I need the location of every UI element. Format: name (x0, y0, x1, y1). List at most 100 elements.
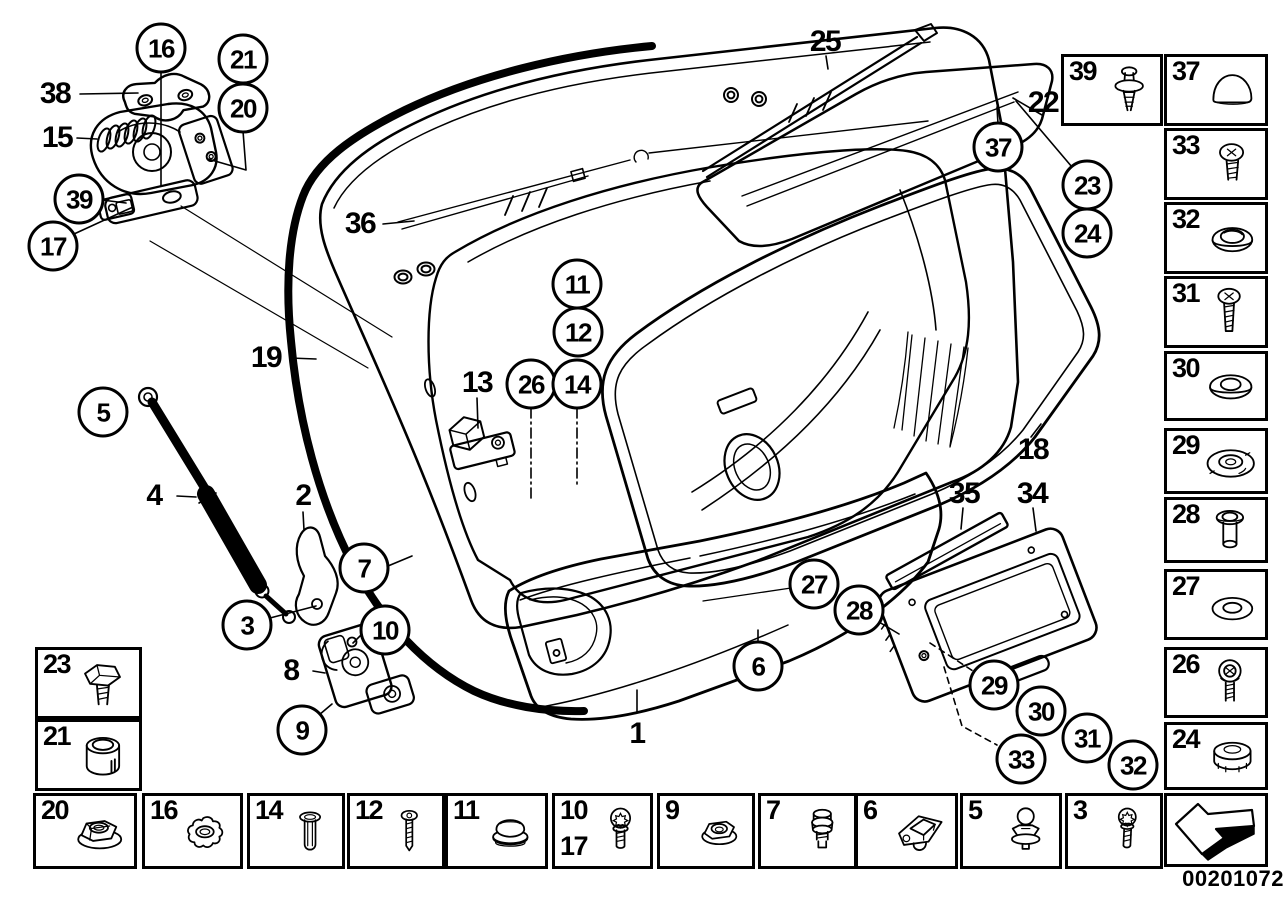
part-box-5[interactable]: 5 (960, 793, 1062, 869)
part-number: 3 (1073, 795, 1088, 825)
tailgate-seal (284, 42, 656, 716)
spoiler-trim-strip (701, 23, 938, 179)
part-box-14[interactable]: 14 (247, 793, 345, 869)
torx-screw-icon (609, 807, 631, 849)
part-box-39[interactable]: 39 (1061, 54, 1163, 126)
part-number: 9 (665, 795, 680, 825)
callout-9[interactable]: 9 (276, 704, 328, 756)
label-13[interactable]: 13 (461, 366, 494, 399)
part-number: 20 (41, 795, 70, 825)
hex-bolt-icon (84, 664, 122, 706)
flange-nut-icon (76, 820, 122, 850)
label-35[interactable]: 35 (948, 477, 981, 510)
callout-6[interactable]: 6 (732, 640, 784, 692)
part-number: 14 (255, 795, 284, 825)
label-8[interactable]: 8 (283, 654, 300, 687)
part-number: 23 (43, 649, 72, 679)
callout-33[interactable]: 33 (995, 733, 1047, 785)
part-number: 28 (1172, 499, 1201, 529)
part-number: 26 (1172, 649, 1201, 679)
part-box-32[interactable]: 32 (1164, 202, 1268, 274)
part-box-29[interactable]: 29 (1164, 428, 1268, 494)
part-number-alt: 17 (560, 831, 589, 861)
label-15[interactable]: 15 (41, 121, 74, 154)
part-box-6[interactable]: 6 (855, 793, 958, 869)
part-box-24[interactable]: 24 (1164, 722, 1268, 790)
label-22[interactable]: 22 (1027, 86, 1060, 119)
callout-11[interactable]: 11 (551, 258, 603, 310)
part-box-12[interactable]: 12 (347, 793, 445, 869)
part-number: 16 (150, 795, 179, 825)
callout-28[interactable]: 28 (833, 584, 885, 636)
dome-cap-icon (1211, 74, 1252, 105)
callout-37[interactable]: 37 (972, 121, 1024, 173)
bushing-sleeve-icon (1215, 510, 1244, 549)
part-box-27[interactable]: 27 (1164, 569, 1268, 640)
part-box-30[interactable]: 30 (1164, 351, 1268, 421)
callout-32[interactable]: 32 (1107, 739, 1159, 791)
ball-head-bolt-icon (1011, 807, 1041, 850)
part-box-9[interactable]: 9 (657, 793, 755, 869)
part-number: 12 (355, 795, 384, 825)
callout-7[interactable]: 7 (338, 542, 390, 594)
label-19[interactable]: 19 (250, 341, 283, 374)
socket-head-bolt-icon (1217, 659, 1242, 702)
short-screw-icon (1218, 143, 1244, 181)
label-2[interactable]: 2 (295, 479, 312, 512)
callout-14[interactable]: 14 (551, 358, 603, 410)
callout-24[interactable]: 24 (1061, 207, 1113, 259)
part-box-33[interactable]: 33 (1164, 128, 1268, 200)
rear-window-glass (601, 166, 1101, 588)
callout-3[interactable]: 3 (221, 599, 273, 651)
part-box-37[interactable]: 37 (1164, 54, 1268, 126)
part-box-10-17[interactable]: 10 17 (552, 793, 653, 869)
part-box-28[interactable]: 28 (1164, 497, 1268, 563)
callout-29[interactable]: 29 (968, 659, 1020, 711)
callout-5[interactable]: 5 (77, 386, 129, 438)
nav-arrow-box[interactable] (1164, 793, 1268, 867)
tailgate-frame (318, 26, 1020, 630)
part-box-3[interactable]: 3 (1065, 793, 1163, 869)
part-number: 11 (453, 795, 480, 825)
blind-plug-icon (1212, 741, 1252, 773)
expanding-plug-icon (299, 811, 322, 851)
callout-20[interactable]: 20 (217, 82, 269, 134)
label-34[interactable]: 34 (1016, 477, 1049, 510)
part-box-21[interactable]: 21 (35, 719, 142, 791)
part-box-7[interactable]: 7 (758, 793, 857, 869)
protective-strip (885, 511, 1009, 591)
callout-26[interactable]: 26 (505, 358, 557, 410)
part-number: 39 (1069, 56, 1098, 86)
callout-16[interactable]: 16 (135, 22, 187, 74)
label-4[interactable]: 4 (146, 479, 163, 512)
part-box-11[interactable]: 11 (445, 793, 548, 869)
callout-21[interactable]: 21 (217, 33, 269, 85)
grommet-cap-icon (1211, 227, 1253, 253)
long-screw-icon (1216, 287, 1241, 332)
label-1[interactable]: 1 (629, 717, 646, 750)
rubber-buffer-icon (492, 819, 529, 847)
callout-23[interactable]: 23 (1061, 159, 1113, 211)
callout-12[interactable]: 12 (552, 306, 604, 358)
callout-30[interactable]: 30 (1015, 685, 1067, 737)
hinge-top-plate (122, 72, 211, 122)
label-38[interactable]: 38 (39, 77, 72, 110)
callout-10[interactable]: 10 (359, 604, 411, 656)
part-number: 6 (863, 795, 878, 825)
spacer-sleeve-icon (86, 737, 121, 776)
part-box-20[interactable]: 20 (33, 793, 137, 869)
label-36[interactable]: 36 (344, 207, 377, 240)
part-box-23[interactable]: 23 (35, 647, 142, 719)
torx-screw-small-icon (1117, 807, 1137, 849)
part-box-31[interactable]: 31 (1164, 276, 1268, 348)
callout-27[interactable]: 27 (788, 558, 840, 610)
self-tapping-screw-icon (400, 809, 418, 852)
part-number: 27 (1172, 571, 1201, 601)
part-box-26[interactable]: 26 (1164, 647, 1268, 718)
callout-31[interactable]: 31 (1061, 712, 1113, 764)
callout-17[interactable]: 17 (27, 220, 79, 272)
part-box-16[interactable]: 16 (142, 793, 243, 869)
callout-39[interactable]: 39 (53, 173, 105, 225)
label-25[interactable]: 25 (809, 25, 842, 58)
label-18[interactable]: 18 (1017, 433, 1050, 466)
